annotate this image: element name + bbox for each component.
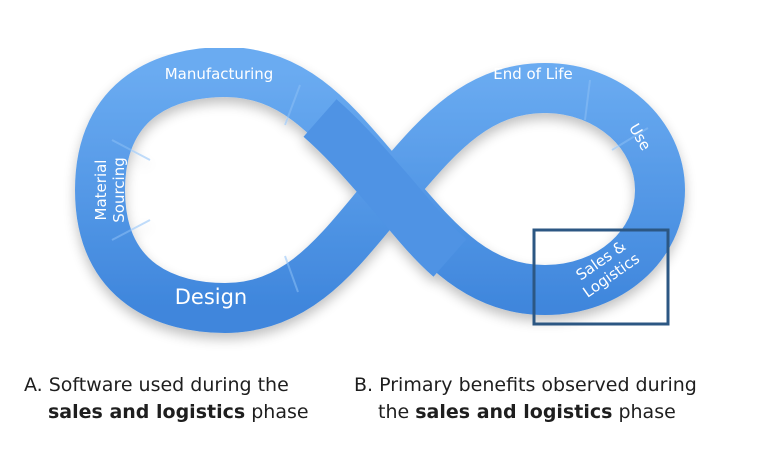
caption-a: A. Software used during the sales and lo… — [24, 372, 309, 426]
sales-logistics-highlight-box — [532, 228, 670, 326]
caption-a-line1: Software used during the — [48, 374, 289, 396]
caption-b: B. Primary benefits observed during the … — [354, 372, 697, 426]
stage-label-design: Design — [175, 285, 248, 309]
ribbon-back-strand — [75, 47, 685, 333]
segment-divider — [284, 84, 301, 126]
stage-label-material-sourcing-line1: Material — [92, 160, 110, 221]
stage-label-manufacturing: Manufacturing — [165, 65, 274, 83]
caption-b-line1: Primary benefits observed during — [379, 374, 697, 396]
ribbon-front-crossing — [303, 99, 467, 277]
segment-divider — [111, 219, 151, 241]
caption-b-suffix: phase — [618, 401, 676, 423]
stage-label-end-of-life: End of Life — [493, 65, 573, 83]
infinity-lifecycle-diagram: Manufacturing Material Sourcing Design E… — [75, 47, 685, 333]
caption-a-marker: A. — [24, 374, 43, 396]
stage-label-material-sourcing-line2: Sourcing — [110, 157, 128, 223]
caption-b-bold: sales and logistics — [415, 401, 613, 423]
caption-a-suffix: phase — [251, 401, 309, 423]
segment-divider — [611, 127, 649, 151]
segment-divider — [584, 79, 591, 121]
segment-divider — [284, 255, 299, 293]
caption-b-marker: B. — [354, 374, 374, 396]
caption-b-prefix: the — [378, 401, 410, 423]
caption-a-bold: sales and logistics — [48, 401, 246, 423]
segment-divider — [111, 139, 151, 161]
